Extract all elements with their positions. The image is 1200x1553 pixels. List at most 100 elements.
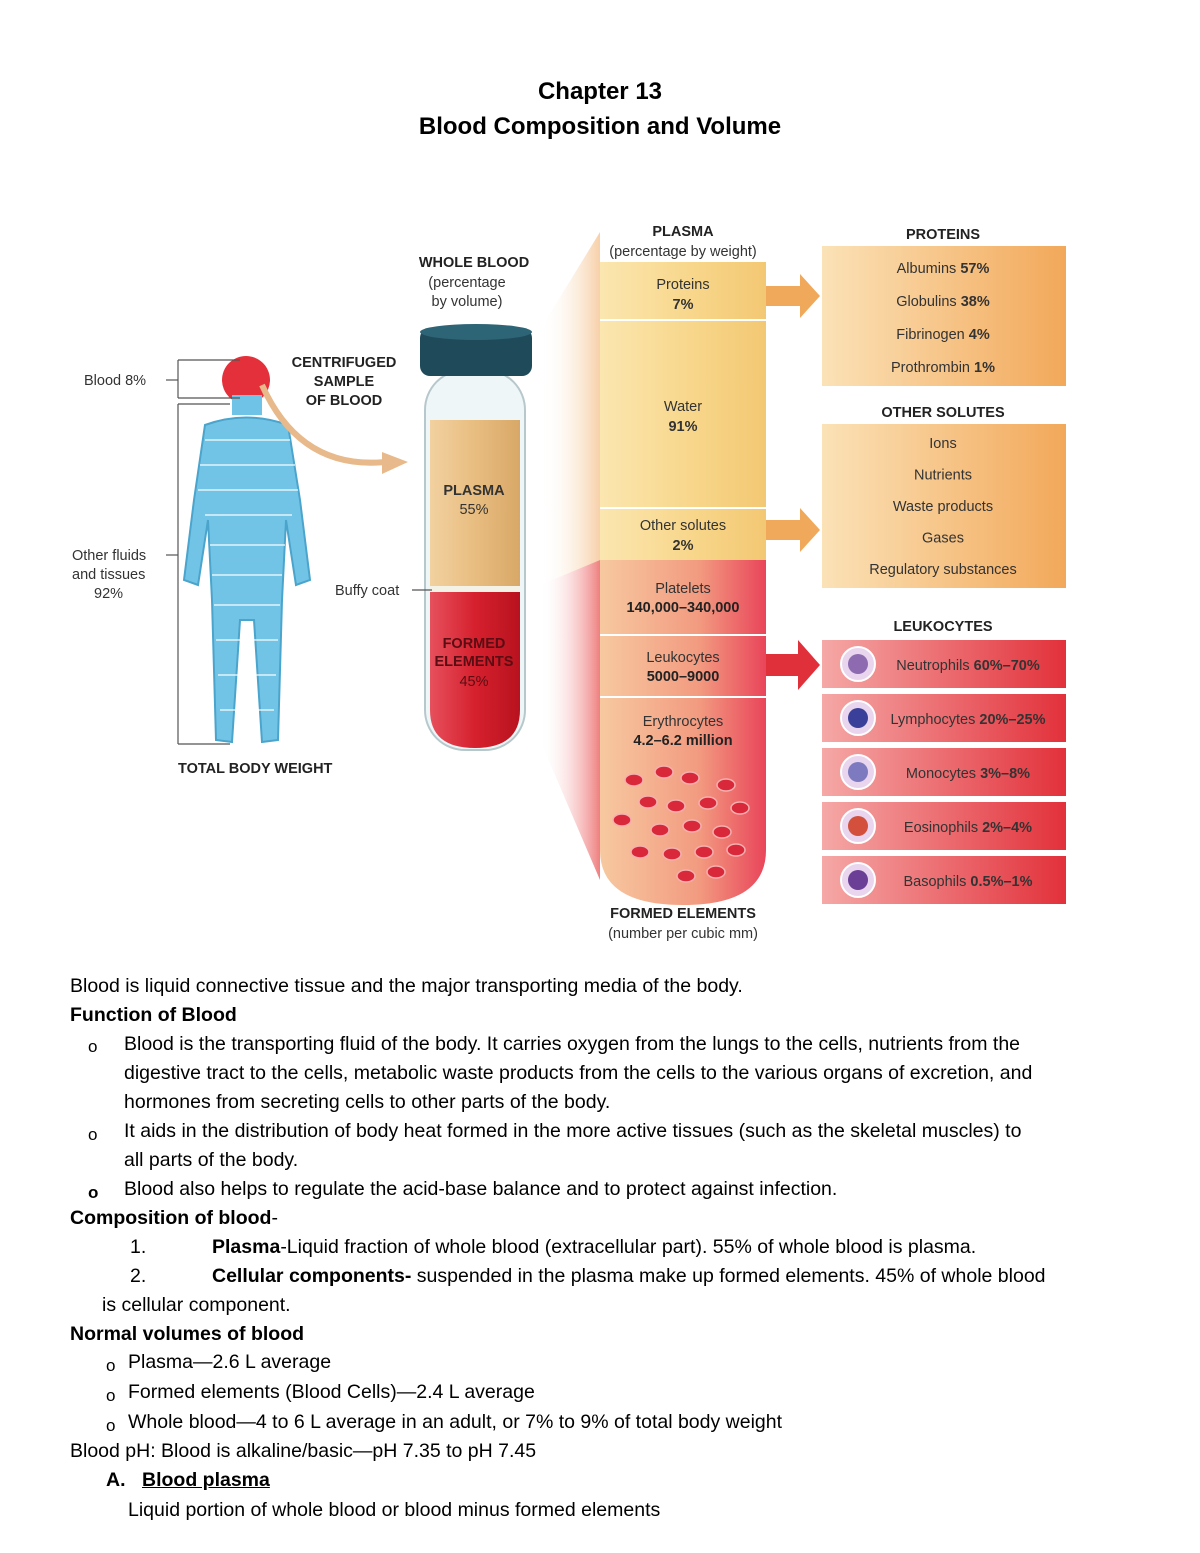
protein-item: Fibrinogen 4% [896,327,990,343]
whole-blood-heading: WHOLE BLOOD [419,255,529,271]
solute-item: Waste products [893,499,993,515]
leukocyte-name: Basophils [904,874,971,890]
leukocyte-item: Basophils 0.5%–1% [904,874,1033,890]
composition-item-2-bold: Cellular components- [212,1265,412,1287]
volume-item-3: Whole blood—4 to 6 L average in an adult… [128,1411,783,1433]
centrifuged-label-1: CENTRIFUGED [292,355,397,371]
human-body-figure [182,356,312,744]
function-item-1-line-2: digestive tract to the cells, metabolic … [124,1062,1033,1084]
composition-item-1-bold: Plasma [212,1236,281,1258]
water-label: Water [664,399,702,415]
chapter-title: Chapter 13 [537,78,663,105]
protein-name: Globulins [896,294,960,310]
function-item-1-line-3: hormones from secreting cells to other p… [124,1091,611,1113]
leukocyte-nucleus-icon [848,816,868,836]
bullet-marker: o [106,1416,116,1435]
solute-item: Ions [929,436,956,452]
water-value: 91% [668,419,697,435]
section-body: Liquid portion of whole blood or blood m… [128,1499,661,1521]
leukocyte-value: 60%–70% [974,658,1040,674]
leukocyte-item: Eosinophils 2%–4% [904,820,1032,836]
function-item-2-line-2: all parts of the body. [124,1149,299,1171]
formed-elements-heading: FORMED ELEMENTS [610,906,756,922]
composition-item-1-rest: -Liquid fraction of whole blood (extrace… [280,1236,977,1258]
protein-value: 4% [969,327,990,343]
platelets-label: Platelets [655,581,711,597]
protein-item: Globulins 38% [896,294,990,310]
test-tube [420,324,532,751]
leukocyte-value: 0.5%–1% [970,874,1032,890]
whole-blood-sub-2: by volume) [432,294,503,310]
bullet-marker: o [88,1125,98,1144]
function-item-3: Blood also helps to regulate the acid-ba… [124,1178,838,1200]
leukocyte-nucleus-icon [848,708,868,728]
section-title: Blood plasma [142,1469,270,1491]
volume-item-1: Plasma—2.6 L average [128,1351,332,1373]
platelets-value: 140,000–340,000 [627,600,740,616]
protein-item: Albumins 57% [897,261,990,277]
function-heading: Function of Blood [70,1004,237,1026]
head-to-tube-arrow [259,383,386,466]
proteins-heading: PROTEINS [906,227,980,243]
solutes-value: 2% [673,538,694,554]
plasma-column [600,262,766,905]
leukocyte-nucleus-icon [848,762,868,782]
leukocyte-name: Neutrophils [896,658,973,674]
composition-item-2-rest: suspended in the plasma make up formed e… [411,1265,1046,1287]
plasma-fan [540,232,600,585]
other-solutes-heading: OTHER SOLUTES [881,405,1005,421]
tube-formed-label-2: ELEMENTS [435,654,514,670]
leukocyte-value: 20%–25% [979,712,1045,728]
composition-num-1: 1. [130,1236,147,1258]
leukocyte-item: Monocytes 3%–8% [906,766,1030,782]
formed-elements-sub: (number per cubic mm) [608,926,758,942]
composition-item-1: Plasma-Liquid fraction of whole blood (e… [212,1233,976,1262]
solutes-label: Other solutes [640,518,726,534]
plasma-column-subheading: (percentage by weight) [609,244,757,260]
blood-percent-label: Blood 8% [84,373,146,389]
centrifuged-label-3: OF BLOOD [306,393,383,409]
bullet-marker: o [106,1386,116,1405]
leukocyte-nucleus-icon [848,870,868,890]
centrifuged-label-2: SAMPLE [314,374,375,390]
tube-formed-value: 45% [459,674,488,690]
leukocytes-label: Leukocytes [646,650,719,666]
bullet-marker: o [88,1183,99,1202]
blood-composition-figure: Blood 8% Other fluids and tissues 92% TO… [72,224,1066,942]
proteins-box [822,246,1066,386]
volume-item-2: Formed elements (Blood Cells)—2.4 L aver… [128,1381,535,1403]
erythrocytes-value: 4.2–6.2 million [633,733,732,749]
leukocyte-name: Lymphocytes [890,712,979,728]
protein-item: Prothrombin 1% [891,360,995,376]
composition-dash: - [271,1207,278,1229]
composition-wrap: is cellular component. [102,1294,291,1316]
protein-name: Albumins [897,261,961,277]
volumes-heading: Normal volumes of blood [70,1323,305,1345]
tube-plasma-label: PLASMA [443,483,505,499]
composition-heading-line: Composition of blood- [70,1204,278,1233]
proteins-value: 7% [673,297,694,313]
function-item-1-line-1: Blood is the transporting fluid of the b… [124,1033,1021,1055]
leukocyte-nucleus-icon [848,654,868,674]
leukocytes-value: 5000–9000 [647,669,720,685]
formed-fan [540,560,600,880]
other-fluids-label: Other fluids [72,548,146,564]
other-fluids-percent: 92% [94,586,123,602]
leukocyte-value: 2%–4% [982,820,1032,836]
page-title: Blood Composition and Volume [418,113,782,140]
protein-value: 1% [974,360,995,376]
composition-heading: Composition of blood [70,1207,272,1229]
plasma-column-heading: PLASMA [652,224,714,240]
solute-item: Nutrients [914,468,972,484]
body-caption: TOTAL BODY WEIGHT [178,761,333,777]
tube-formed-label-1: FORMED [443,636,506,652]
leukocyte-item: Neutrophils 60%–70% [896,658,1040,674]
other-solutes-box [822,424,1066,588]
connector-arrows [766,274,820,690]
leukocyte-name: Monocytes [906,766,980,782]
erythrocytes-label: Erythrocytes [643,714,724,730]
whole-blood-sub-1: (percentage [428,275,505,291]
leukocytes-heading: LEUKOCYTES [893,619,992,635]
bullet-marker: o [88,1037,98,1056]
leukocyte-value: 3%–8% [980,766,1030,782]
